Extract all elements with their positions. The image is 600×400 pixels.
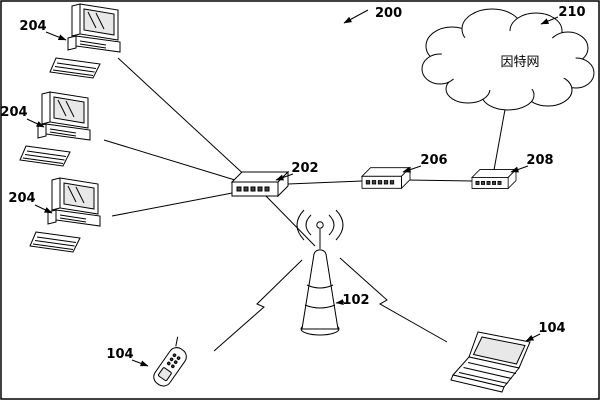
phone-key [173, 360, 178, 365]
ref-102: 102 [342, 293, 369, 308]
wireless-link-laptop [339, 257, 448, 343]
leader-102 [335, 299, 345, 306]
leader-200 [343, 9, 369, 24]
phone-key [176, 356, 181, 360]
leader-210 [540, 16, 559, 25]
leader-204-1 [45, 31, 67, 41]
phone-screen [158, 367, 172, 382]
keyboard-row [467, 362, 517, 374]
phone-key [166, 361, 171, 366]
computer-2 [19, 91, 91, 167]
laptop [450, 331, 531, 393]
leader-208 [510, 165, 529, 173]
wired-connections [103, 57, 507, 247]
router [471, 169, 517, 189]
ref-202: 202 [291, 161, 318, 176]
computer-1 [49, 3, 121, 79]
leader-204-2 [26, 118, 45, 128]
leader-104-phone [131, 359, 149, 367]
ref-204-3: 204 [8, 191, 35, 206]
ref-204-2: 204 [0, 105, 27, 120]
line-modem-router [407, 179, 473, 182]
keyboard-row [463, 367, 512, 379]
ref-210: 210 [558, 5, 585, 20]
leader-104-laptop [525, 333, 541, 342]
phone-key [169, 357, 174, 362]
radio-wave-right [335, 209, 344, 241]
line-hub-modem [287, 180, 363, 185]
base-station [296, 209, 344, 336]
radio-wave-right [328, 214, 335, 236]
line-pc2-hub [103, 139, 249, 185]
keyboard-row [458, 372, 508, 384]
wireless-links [213, 257, 448, 352]
line-pc3-hub [111, 189, 249, 217]
ref-206: 206 [420, 153, 447, 168]
reference-labels: 200 204 204 204 202 206 208 210 102 104 … [0, 5, 586, 367]
ref-200: 200 [375, 6, 402, 21]
internet-label: 因特网 [500, 55, 539, 70]
ref-104-laptop: 104 [538, 321, 565, 336]
ref-208: 208 [526, 153, 553, 168]
phone-antenna [175, 336, 179, 347]
leader-206 [402, 165, 422, 173]
line-hub-basestation [265, 195, 316, 247]
phone-body [153, 347, 187, 387]
line-pc1-hub [117, 57, 251, 181]
internet-cloud: 因特网 [421, 8, 595, 111]
hub-switch [231, 171, 289, 197]
wireless-link-phone [213, 259, 303, 352]
modem [361, 167, 411, 189]
laptop-front-edge [450, 374, 505, 393]
leader-204-3 [34, 204, 53, 214]
antenna-tip [316, 221, 324, 229]
phone-key [171, 364, 175, 369]
ref-204-1: 204 [19, 19, 46, 34]
computer-3 [29, 177, 101, 253]
leader-202 [275, 173, 294, 181]
base-station-cone [301, 249, 339, 330]
phone-key [172, 353, 177, 358]
cloud-body [440, 31, 576, 91]
cone-band [306, 284, 334, 289]
mobile-phone [153, 336, 187, 387]
cone-band [304, 304, 336, 309]
laptop-screen [472, 336, 526, 365]
line-router-cloud [493, 103, 507, 171]
radio-wave-left [296, 209, 305, 241]
ref-104-phone: 104 [106, 347, 133, 362]
radio-wave-left [305, 214, 312, 236]
